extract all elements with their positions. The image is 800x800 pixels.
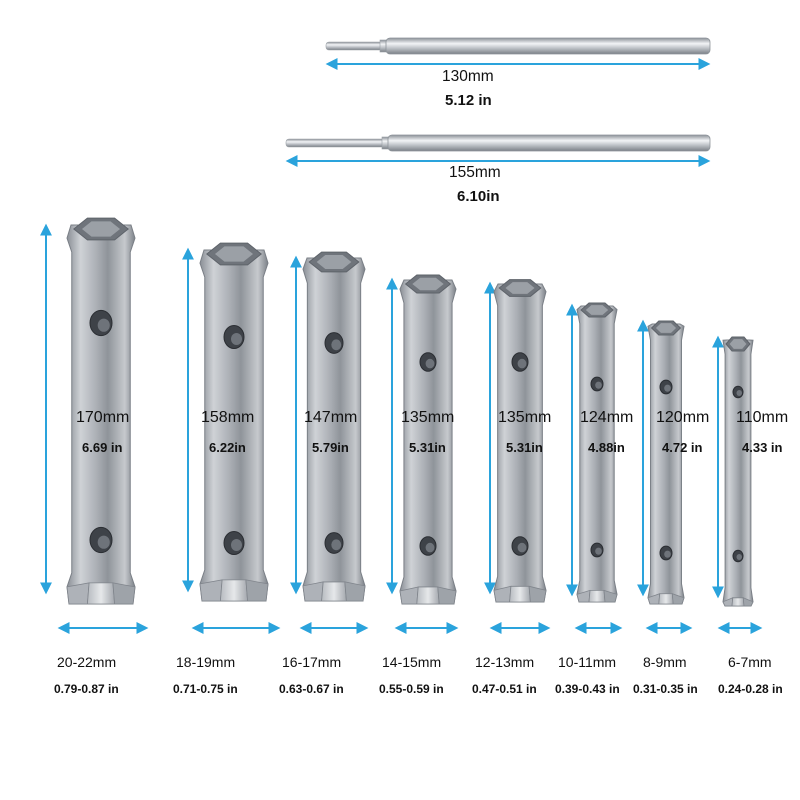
hole-shadow: [664, 550, 671, 558]
tube-wrench-5: [493, 279, 547, 603]
top-hex-inner: [412, 277, 444, 291]
bottom-hex-facet: [321, 581, 347, 602]
bottom-hex-facet: [245, 579, 269, 602]
hole-shadow: [331, 539, 342, 551]
wrench-1-size-mm: 20-22mm: [57, 654, 117, 670]
wrench-5-size-in: 0.47-0.51 in: [472, 682, 537, 696]
hole-shadow: [231, 539, 242, 551]
wrench-4-size-mm: 14-15mm: [382, 654, 442, 670]
bottom-hex-facet: [66, 582, 90, 605]
tube-wrench-7: [647, 320, 685, 605]
bottom-hex-facet: [112, 582, 136, 605]
hole-shadow: [331, 339, 342, 351]
wrench-3-length-in: 5.79in: [312, 440, 349, 455]
wrench-3-length-mm: 147mm: [304, 409, 358, 426]
wrench-8-length-mm: 110mm: [736, 409, 789, 426]
wrench-2-size-in: 0.71-0.75 in: [173, 682, 238, 696]
rod-1-length-mm: 130mm: [442, 68, 494, 85]
wrench-6-size-mm: 10-11mm: [558, 654, 617, 670]
bottom-hex-facet: [528, 585, 547, 603]
wrench-1-size-in: 0.79-0.87 in: [54, 682, 119, 696]
hole-shadow: [517, 542, 527, 553]
rod-shaft: [385, 37, 711, 55]
tube-wrench-8: [722, 336, 754, 607]
tube-wrench-1: [66, 217, 136, 605]
top-hex-inner: [214, 246, 254, 262]
wrench-6-length-mm: 124mm: [580, 409, 634, 426]
hole-shadow: [517, 358, 527, 369]
wrench-4-length-in: 5.31in: [409, 440, 446, 455]
hole-shadow: [664, 384, 671, 392]
extension-rods: [285, 37, 711, 152]
wrench-5-length-mm: 135mm: [498, 409, 552, 426]
wrench-6-length-in: 4.88in: [588, 440, 625, 455]
hole-shadow: [425, 542, 435, 553]
wrench-2-size-mm: 18-19mm: [176, 654, 236, 670]
hole-shadow: [595, 381, 602, 389]
bottom-hex-facet: [731, 597, 745, 607]
rod-1-length-in: 5.12 in: [445, 92, 492, 109]
bottom-hex-facet: [742, 597, 754, 607]
bottom-hex-facet: [658, 593, 674, 605]
wrench-7-length-mm: 120mm: [656, 409, 710, 426]
rod-2-length-in: 6.10in: [457, 188, 500, 205]
hole-shadow: [97, 318, 110, 332]
wrench-4-size-in: 0.55-0.59 in: [379, 682, 444, 696]
wrench-8-size-in: 0.24-0.28 in: [718, 682, 783, 696]
wrench-1-length-in: 6.69 in: [82, 440, 123, 455]
wrench-7-size-mm: 8-9mm: [643, 654, 687, 670]
hole-shadow: [736, 554, 742, 560]
extension-rod-1: [325, 37, 711, 55]
bottom-hex-facet: [219, 579, 249, 602]
top-hex-inner: [81, 221, 121, 237]
wrench-2-length-mm: 158mm: [201, 409, 255, 426]
top-hex-inner: [729, 339, 747, 349]
tube-wrench-4: [399, 274, 457, 605]
wrench-3-size-in: 0.63-0.67 in: [279, 682, 344, 696]
top-hex-inner: [505, 282, 535, 294]
hole-shadow: [425, 358, 435, 369]
wrench-8-size-mm: 6-7mm: [728, 654, 772, 670]
bottom-hex-facet: [199, 579, 223, 602]
bottom-hex-facet: [437, 586, 457, 605]
rod-pin: [325, 41, 385, 51]
wrench-8-length-in: 4.33 in: [742, 440, 783, 455]
bottom-hex-facet: [416, 586, 440, 605]
wrench-7-length-in: 4.72 in: [662, 440, 703, 455]
dimension-arrows: [40, 58, 763, 634]
top-hex-inner: [316, 255, 352, 269]
hole-shadow: [736, 390, 742, 396]
hole-shadow: [97, 535, 110, 549]
bottom-hex-facet: [344, 581, 366, 602]
wrench-3-size-mm: 16-17mm: [282, 654, 342, 670]
wrench-body: [647, 323, 685, 605]
bottom-hex-facet: [86, 582, 116, 605]
tube-wrench-6: [576, 302, 618, 603]
rod-pin: [285, 138, 387, 148]
wrench-7-size-in: 0.31-0.35 in: [633, 682, 698, 696]
hole-shadow: [595, 547, 602, 555]
tube-wrenches: [66, 217, 754, 607]
bottom-hex-facet: [509, 585, 531, 603]
wrench-1-length-mm: 170mm: [76, 409, 130, 426]
bottom-hex-facet: [603, 589, 618, 603]
rod-shaft: [387, 134, 711, 152]
bottom-hex-facet: [588, 590, 606, 603]
hole-shadow: [231, 333, 242, 345]
wrench-5-length-in: 5.31in: [506, 440, 543, 455]
wrench-body: [722, 339, 754, 607]
wrench-4-length-mm: 135mm: [401, 409, 455, 426]
tube-wrench-3: [302, 251, 366, 602]
tube-wrench-2: [199, 242, 269, 602]
wrench-5-size-mm: 12-13mm: [475, 654, 535, 670]
extension-rod-2: [285, 134, 711, 152]
bottom-hex-facet: [671, 593, 685, 605]
top-hex-inner: [585, 305, 609, 315]
wrench-2-length-in: 6.22in: [209, 440, 246, 455]
rod-2-length-mm: 155mm: [449, 164, 501, 181]
top-hex-inner: [655, 323, 677, 333]
wrench-6-size-in: 0.39-0.43 in: [555, 682, 620, 696]
